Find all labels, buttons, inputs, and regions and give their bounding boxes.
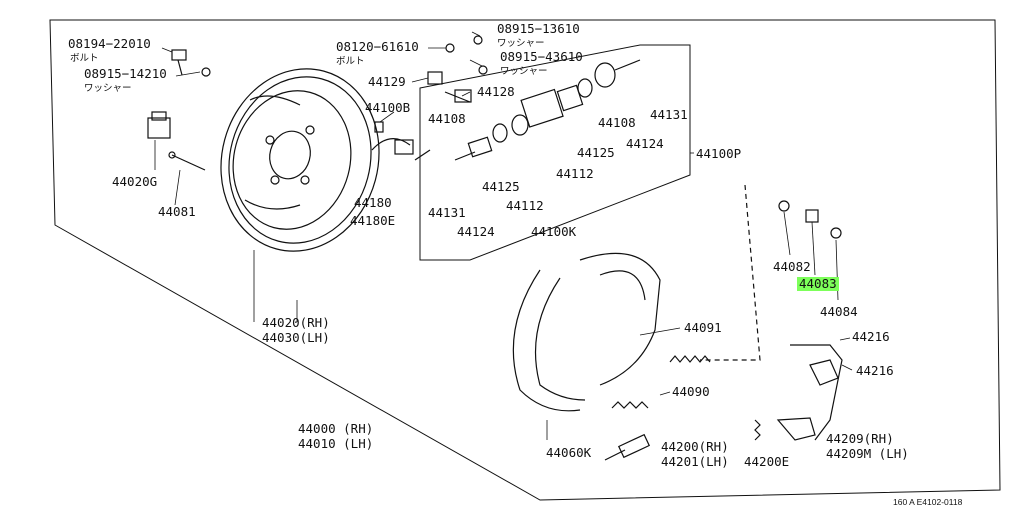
- label-bolt2-jp: ボルト: [336, 56, 365, 67]
- label-44082: 44082: [773, 259, 811, 274]
- label-44124-b: 44124: [457, 224, 495, 239]
- pin-44081: [168, 151, 206, 171]
- label-44030-lh: 44030(LH): [262, 330, 330, 345]
- label-44108-a: 44108: [428, 111, 466, 126]
- backing-plate: [220, 68, 380, 252]
- label-44010-lh: 44010 (LH): [298, 436, 374, 451]
- brake-shoe-44060K: [512, 252, 661, 412]
- label-washer2-jp: ワッシャー: [497, 38, 545, 49]
- label-44125-a: 44125: [577, 145, 615, 160]
- lever-44209: [776, 417, 816, 441]
- washer-08915-13610: [473, 35, 483, 45]
- label-44020G: 44020G: [112, 174, 158, 189]
- label-washer3-jp: ワッシャー: [500, 66, 548, 77]
- wheel-cylinder-frame: [419, 44, 691, 261]
- label-washer-jp: ワッシャー: [84, 83, 132, 94]
- figure-id: 160 A E4102-0118: [893, 497, 963, 507]
- label-44100B: 44100B: [365, 100, 411, 115]
- spring-44090: [611, 401, 649, 409]
- label-08194-22010: 08194−22010: [68, 36, 151, 51]
- washer-08915-14210: [201, 67, 211, 77]
- part-44084: [830, 227, 842, 239]
- spring-44091: [669, 355, 711, 363]
- parking-lever-44216: [790, 344, 843, 441]
- label-08120-61610: 08120−61610: [336, 39, 419, 54]
- bolt-44100B: [374, 121, 384, 133]
- label-44060K: 44060K: [546, 445, 592, 460]
- assembly-frame: [49, 19, 1001, 501]
- label-44209-rh: 44209(RH): [826, 431, 894, 446]
- label-44131-a: 44131: [650, 107, 688, 122]
- bolt-08194: [171, 49, 187, 76]
- label-44000-rh: 44000 (RH): [298, 421, 374, 436]
- bolt-08120: [445, 43, 455, 53]
- label-44091: 44091: [684, 320, 722, 335]
- label-44200-rh: 44200(RH): [661, 439, 729, 454]
- label-44209M-lh: 44209M (LH): [826, 446, 909, 461]
- label-44083-highlighted: 44083: [797, 276, 839, 291]
- label-44200E: 44200E: [744, 454, 790, 469]
- washer-08915-43610: [478, 65, 488, 75]
- label-08915-43610: 08915−43610: [500, 49, 583, 64]
- label-44112-b: 44112: [506, 198, 544, 213]
- label-44112-a: 44112: [556, 166, 594, 181]
- adjuster-44200: [604, 433, 651, 461]
- label-44090: 44090: [672, 384, 710, 399]
- label-44100P: 44100P: [696, 146, 742, 161]
- label-44100K: 44100K: [531, 224, 577, 239]
- label-44131-b: 44131: [428, 205, 466, 220]
- label-bolt-jp: ボルト: [70, 53, 99, 64]
- dashed-group-frame: [700, 184, 761, 361]
- label-08915-13610: 08915−13610: [497, 21, 580, 36]
- spring-44200E: [754, 419, 761, 441]
- label-44201-lh: 44201(LH): [661, 454, 729, 469]
- label-44108-b: 44108: [598, 115, 636, 130]
- bleeder-44020G: [147, 111, 171, 139]
- adjuster-44180: [371, 138, 431, 161]
- part-44082: [778, 200, 790, 212]
- part-44083: [805, 209, 819, 223]
- label-44125-b: 44125: [482, 179, 520, 194]
- label-44020-rh: 44020(RH): [262, 315, 330, 330]
- label-44216-a: 44216: [852, 329, 890, 344]
- label-44180E: 44180E: [350, 213, 396, 228]
- label-44128: 44128: [477, 84, 515, 99]
- label-44129: 44129: [368, 74, 406, 89]
- label-44124-a: 44124: [626, 136, 664, 151]
- label-08915-14210: 08915−14210: [84, 66, 167, 81]
- label-44084: 44084: [820, 304, 858, 319]
- label-44180: 44180: [354, 195, 392, 210]
- label-44216-b: 44216: [856, 363, 894, 378]
- label-44081: 44081: [158, 204, 196, 219]
